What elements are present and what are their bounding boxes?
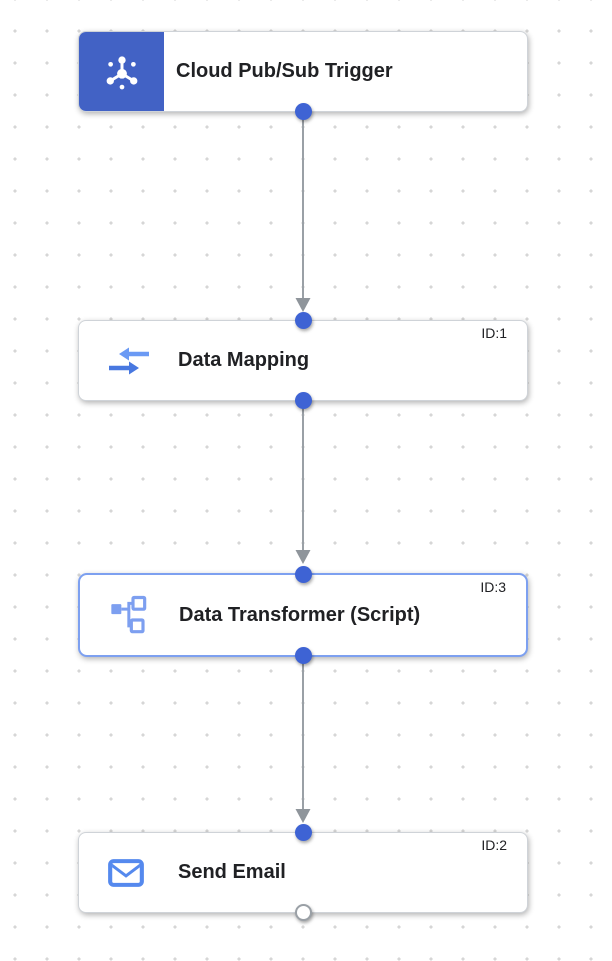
node-id-badge: ID:1 — [481, 325, 507, 341]
node-title: Send Email — [178, 861, 286, 883]
output-port[interactable] — [294, 392, 312, 409]
input-port[interactable] — [294, 824, 312, 841]
node-title: Cloud Pub/Sub Trigger — [176, 60, 393, 82]
node-id-badge: ID:3 — [480, 579, 506, 595]
edge-trigger-to-mapping[interactable] — [295, 112, 311, 312]
send-email-icon — [107, 857, 145, 889]
pubsub-icon — [106, 55, 137, 89]
data-transformer-icon — [108, 595, 148, 635]
arrowhead-icon — [295, 298, 311, 312]
edge-mapping-to-transformer[interactable] — [295, 401, 311, 564]
edge-transformer-to-email[interactable] — [295, 657, 311, 823]
output-port[interactable] — [294, 647, 312, 664]
output-port[interactable] — [294, 103, 312, 120]
node-data-mapping[interactable]: ID:1 Data Mapping — [78, 312, 528, 409]
input-port[interactable] — [294, 312, 312, 329]
node-title: Data Mapping — [178, 349, 310, 371]
input-port[interactable] — [294, 566, 312, 583]
node-title: Data Transformer (Script) — [179, 603, 421, 626]
node-send-email[interactable]: ID:2 Send Email — [78, 824, 528, 921]
node-data-transformer-script[interactable]: ID:3 Data Transformer (Script) — [78, 566, 528, 664]
data-mapping-icon — [107, 344, 151, 378]
node-cloud-pubsub-trigger[interactable]: Cloud Pub/Sub Trigger — [78, 31, 528, 120]
output-port-terminal[interactable] — [294, 904, 312, 921]
trigger-icon-panel — [79, 32, 164, 111]
node-id-badge: ID:2 — [481, 837, 507, 853]
arrowhead-icon — [295, 550, 311, 564]
arrowhead-icon — [295, 809, 311, 823]
